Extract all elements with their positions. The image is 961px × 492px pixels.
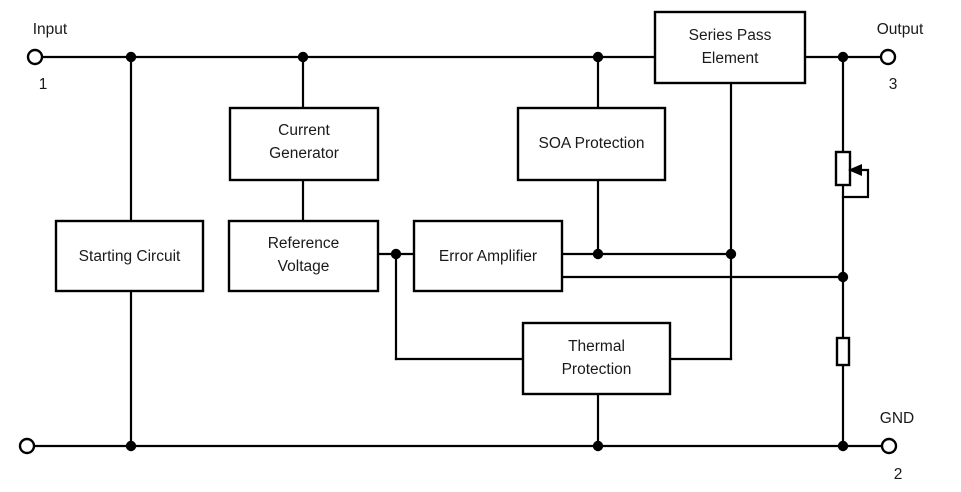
wiring-layer — [33, 55, 883, 448]
terminal-gnd-label: GND — [880, 410, 914, 427]
block-error-amplifier[interactable] — [412, 219, 564, 293]
block-thermal-protection[interactable] — [521, 321, 672, 396]
block-reference-voltage-label-line2: Voltage — [278, 258, 330, 275]
block-current-generator[interactable] — [228, 106, 380, 182]
terminal-output[interactable] — [879, 48, 897, 66]
junction-dot-input-current-gen — [297, 51, 309, 63]
junction-dot-reference-error-amp — [390, 248, 402, 260]
wire-potentiometer-wiper-return — [841, 168, 870, 199]
block-starting-circuit-label: Starting Circuit — [79, 248, 181, 265]
junction-dot-gnd-thermal — [592, 440, 604, 452]
components-layer — [834, 150, 862, 367]
terminal-output-pin: 3 — [889, 76, 898, 93]
block-soa-protection[interactable] — [516, 106, 667, 182]
junctions-layer — [125, 51, 849, 452]
block-soa-protection-label: SOA Protection — [539, 135, 645, 152]
block-thermal-protection-label-line2: Protection — [562, 361, 632, 378]
block-starting-circuit[interactable] — [54, 219, 205, 293]
terminal-gnd-left[interactable] — [18, 437, 36, 455]
junction-dot-feedback-tap — [837, 271, 849, 283]
terminal-gnd-pin: 2 — [894, 466, 903, 483]
block-current-generator-label-line1: Current — [278, 122, 330, 139]
terminal-gnd[interactable] — [880, 437, 898, 455]
block-reference-voltage[interactable] — [227, 219, 380, 293]
junction-dot-series-pass-control — [725, 248, 737, 260]
terminal-output-label: Output — [877, 21, 924, 38]
terminal-input[interactable] — [26, 48, 44, 66]
potentiometer-body[interactable] — [834, 150, 852, 187]
junction-dot-input-soa — [592, 51, 604, 63]
resistor-body[interactable] — [835, 336, 851, 367]
junction-dot-gnd-resistor — [837, 440, 849, 452]
terminals-layer — [18, 48, 898, 455]
terminal-input-label: Input — [33, 21, 68, 38]
block-series-pass-element-label-line1: Series Pass — [689, 27, 772, 44]
block-series-pass-element-label-line2: Element — [702, 50, 760, 67]
block-thermal-protection-label-line1: Thermal — [568, 338, 625, 355]
block-current-generator-label-line2: Generator — [269, 145, 339, 162]
junction-dot-soa-error-amp-output — [592, 248, 604, 260]
block-reference-voltage-label-line1: Reference — [268, 235, 340, 252]
potentiometer-wiper-arrow-icon — [848, 164, 862, 176]
blocks-layer: Starting Circuit Current Generator Refer… — [54, 10, 807, 396]
junction-dot-gnd-starting — [125, 440, 137, 452]
junction-dot-input-starting — [125, 51, 137, 63]
labels-layer: Input 1 Output 3 GND 2 — [33, 21, 924, 483]
junction-dot-output-node — [837, 51, 849, 63]
block-error-amplifier-label: Error Amplifier — [439, 248, 537, 265]
block-series-pass-element[interactable] — [653, 10, 807, 85]
terminal-input-pin: 1 — [39, 76, 48, 93]
